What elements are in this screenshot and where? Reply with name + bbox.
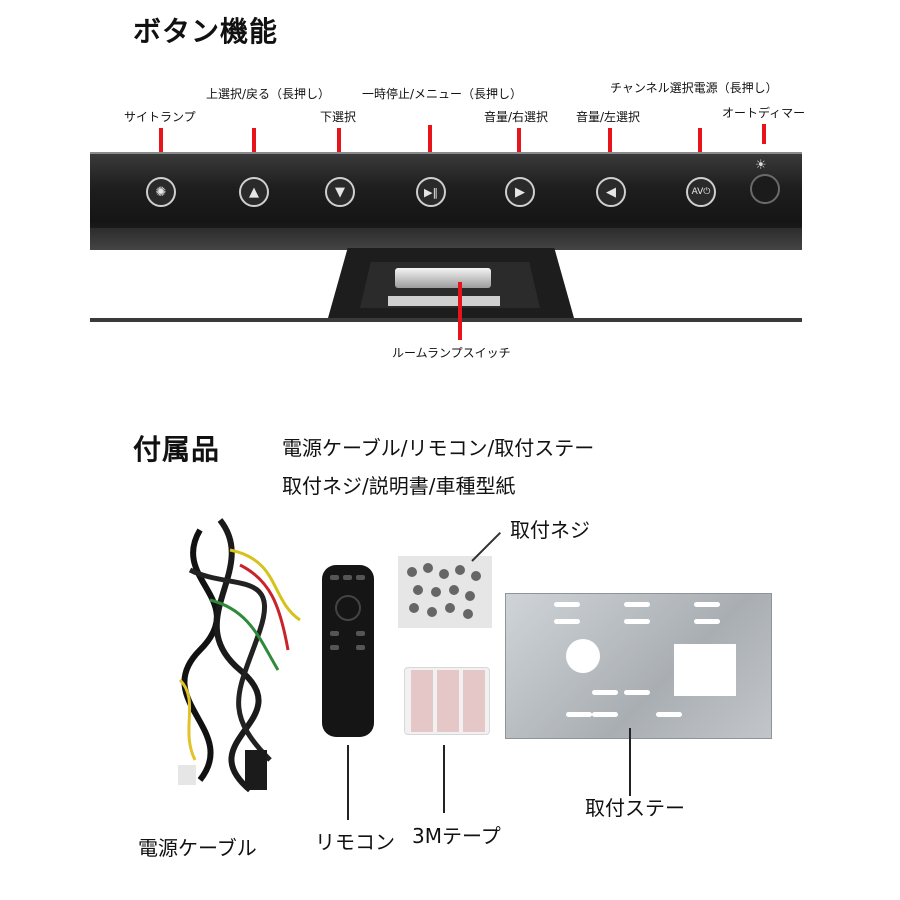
tape-print: [463, 670, 485, 732]
label-3m-tape: 3Mテープ: [412, 824, 501, 848]
label-down: 下選択: [320, 110, 357, 124]
pointer-pause-menu: [428, 125, 432, 168]
screws-image: [398, 556, 492, 628]
label-channel-power: チャンネル選択電源（長押し）: [610, 81, 778, 95]
bracket-slot: [624, 619, 650, 624]
pause-menu-button[interactable]: ▶‖: [416, 177, 446, 207]
bracket-slot: [592, 690, 618, 695]
bracket-slot: [592, 712, 618, 717]
volume-right-button[interactable]: ▶: [505, 177, 535, 207]
pointer-vol-left: [608, 128, 612, 168]
lamp-icon: ✺: [155, 184, 167, 200]
remote-key: [343, 575, 352, 580]
remote-key: [356, 631, 365, 636]
accessory-list-line1: 電源ケーブル/リモコン/取付ステー: [282, 436, 595, 460]
bracket-slot: [624, 602, 650, 607]
remote-key: [356, 575, 365, 580]
label-bracket: 取付ステー: [585, 796, 685, 820]
room-lamp-switch[interactable]: [395, 268, 491, 288]
remote-dpad: [335, 595, 361, 621]
label-screws: 取付ネジ: [510, 518, 590, 542]
channel-power-button[interactable]: AV⏻: [686, 177, 716, 207]
label-power-cable: 電源ケーブル: [138, 836, 257, 860]
pointer-side-lamp: [159, 128, 163, 168]
tape-print: [411, 670, 433, 732]
down-arrow-icon: ▼: [335, 184, 345, 200]
tape-print: [437, 670, 459, 732]
monitor-base-line: [90, 318, 802, 322]
label-side-lamp: サイトランプ: [124, 110, 196, 124]
bracket-slot: [694, 619, 720, 624]
pointer-up-back: [252, 128, 256, 168]
right-arrow-icon: ▶: [515, 184, 525, 200]
accessory-list-line2: 取付ネジ/説明書/車種型紙: [282, 474, 516, 498]
sun-icon: ☀: [755, 158, 767, 173]
remote-key: [356, 645, 365, 650]
remote-key: [330, 575, 339, 580]
auto-dimmer-sensor: [750, 174, 780, 204]
bracket-slot: [656, 712, 682, 717]
play-pause-icon: ▶‖: [424, 185, 438, 199]
power-cable-image: [178, 518, 301, 793]
bracket-square-hole: [674, 644, 736, 696]
bracket-round-hole: [566, 639, 600, 673]
remote-key: [330, 645, 339, 650]
label-up-back: 上選択/戻る（長押し）: [206, 87, 331, 101]
pointer-channel-power: [698, 128, 702, 168]
monitor-panel-edge: [90, 228, 802, 250]
side-lamp-button[interactable]: ✺: [146, 177, 176, 207]
pointer-bracket: [629, 728, 631, 796]
up-back-button[interactable]: ▲: [239, 177, 269, 207]
mounting-bracket-image: [505, 593, 772, 739]
pointer-down: [337, 128, 341, 168]
section-title-accessories: 付属品: [133, 433, 221, 466]
bracket-slot: [554, 602, 580, 607]
label-pause-menu: 一時停止/メニュー（長押し）: [362, 87, 523, 101]
label-vol-right: 音量/右選択: [484, 110, 549, 124]
label-vol-left: 音量/左選択: [576, 110, 641, 124]
pointer-vol-right: [517, 128, 521, 168]
section-title-buttons: ボタン機能: [133, 15, 279, 48]
label-room-lamp-switch: ルームランプスイッチ: [392, 346, 511, 360]
pointer-room-lamp: [458, 282, 462, 340]
remote-key: [330, 631, 339, 636]
bracket-slot: [554, 619, 580, 624]
pointer-auto-dimmer: [762, 124, 766, 144]
3m-tape-image: [404, 667, 490, 735]
bracket-slot: [566, 712, 592, 717]
bracket-slot: [694, 602, 720, 607]
bracket-slot: [624, 690, 650, 695]
pointer-remote: [347, 745, 349, 820]
down-button[interactable]: ▼: [325, 177, 355, 207]
room-lamp-switch-strip: [388, 296, 500, 306]
volume-left-button[interactable]: ◀: [596, 177, 626, 207]
left-arrow-icon: ◀: [606, 184, 616, 200]
label-remote: リモコン: [315, 830, 395, 854]
label-auto-dimmer: オートディマー: [722, 106, 806, 120]
av-power-icon: AV⏻: [691, 187, 711, 197]
pointer-tape: [443, 745, 445, 813]
up-arrow-icon: ▲: [249, 184, 259, 200]
remote-control-image: [322, 565, 374, 737]
